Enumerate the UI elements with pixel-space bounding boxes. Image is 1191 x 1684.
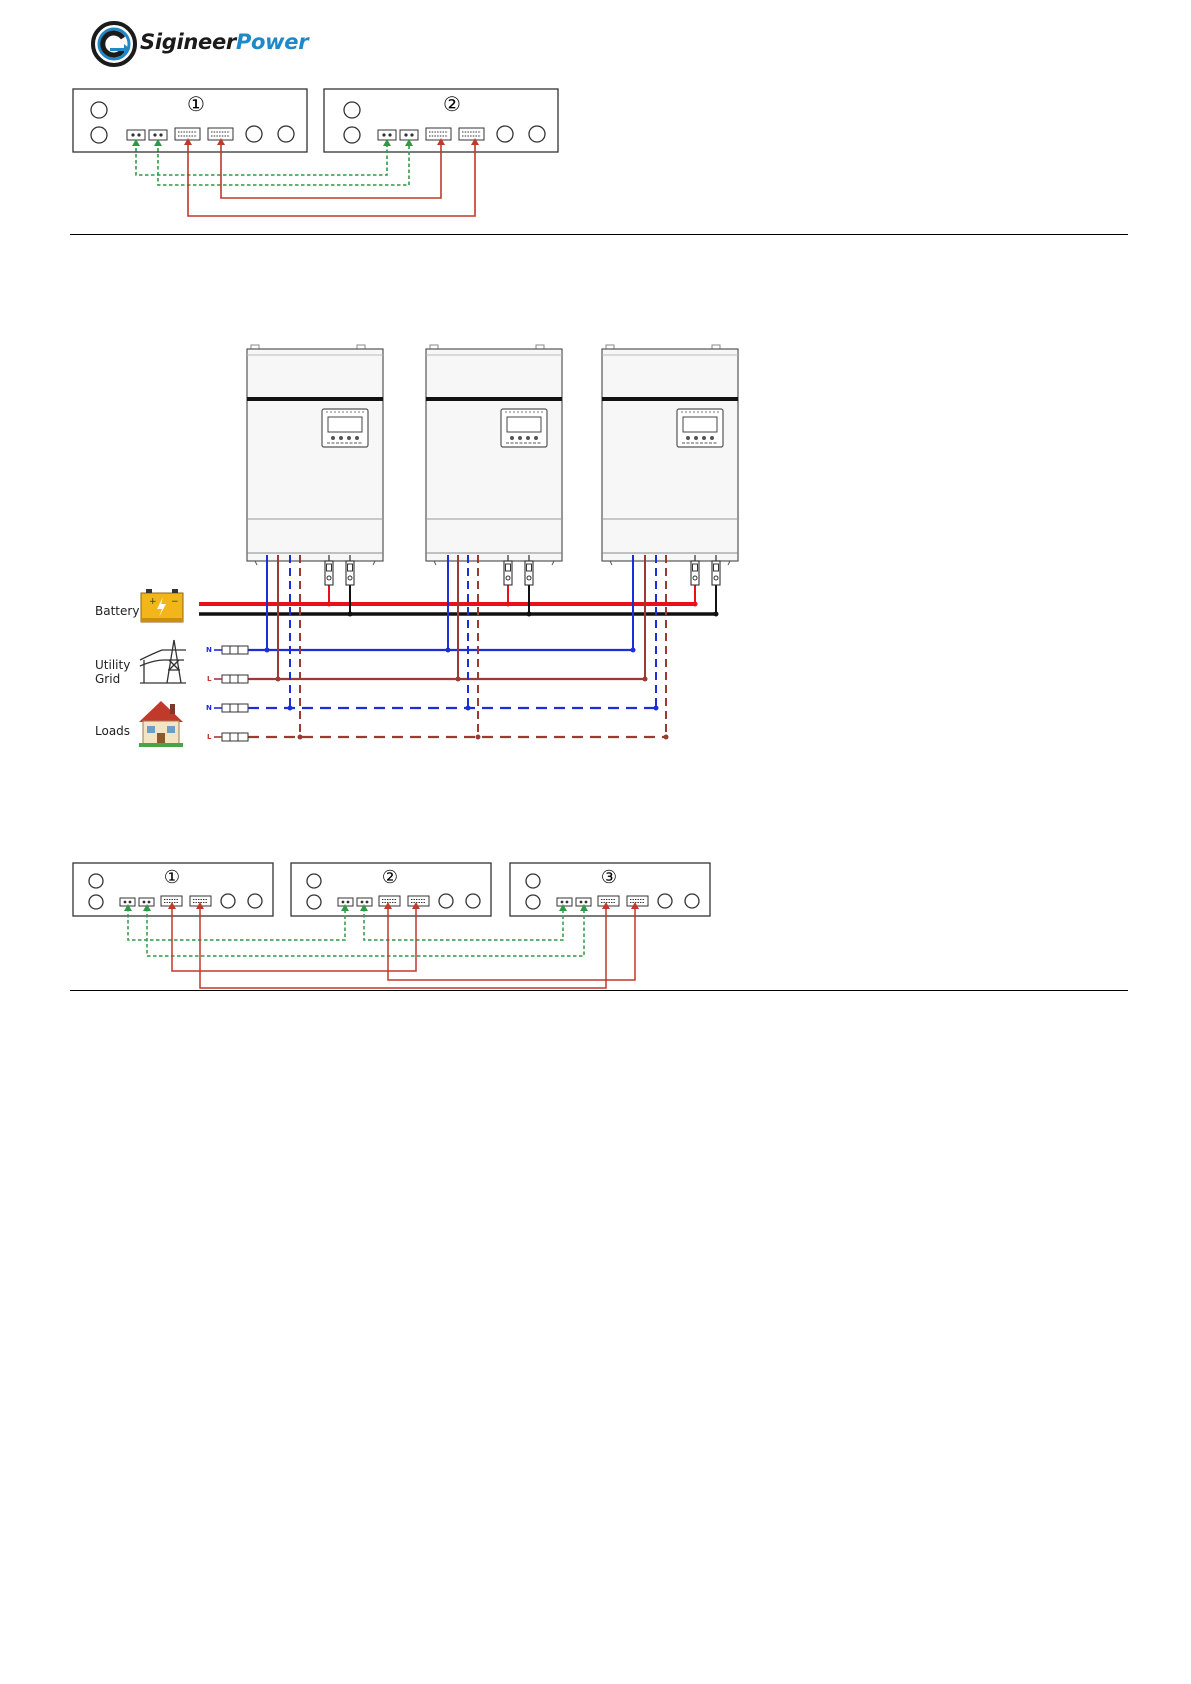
- unit-3c-label: ③: [601, 867, 617, 888]
- unit-3c-panel: ③: [510, 863, 710, 916]
- unit-3a-label: ①: [164, 867, 180, 888]
- three-unit-comm-diagram: ① ② ③: [0, 0, 1191, 1000]
- section-divider-2: [70, 990, 1128, 991]
- unit-3b-label: ②: [382, 867, 398, 888]
- three-unit-parallel-comm-links: [172, 906, 635, 988]
